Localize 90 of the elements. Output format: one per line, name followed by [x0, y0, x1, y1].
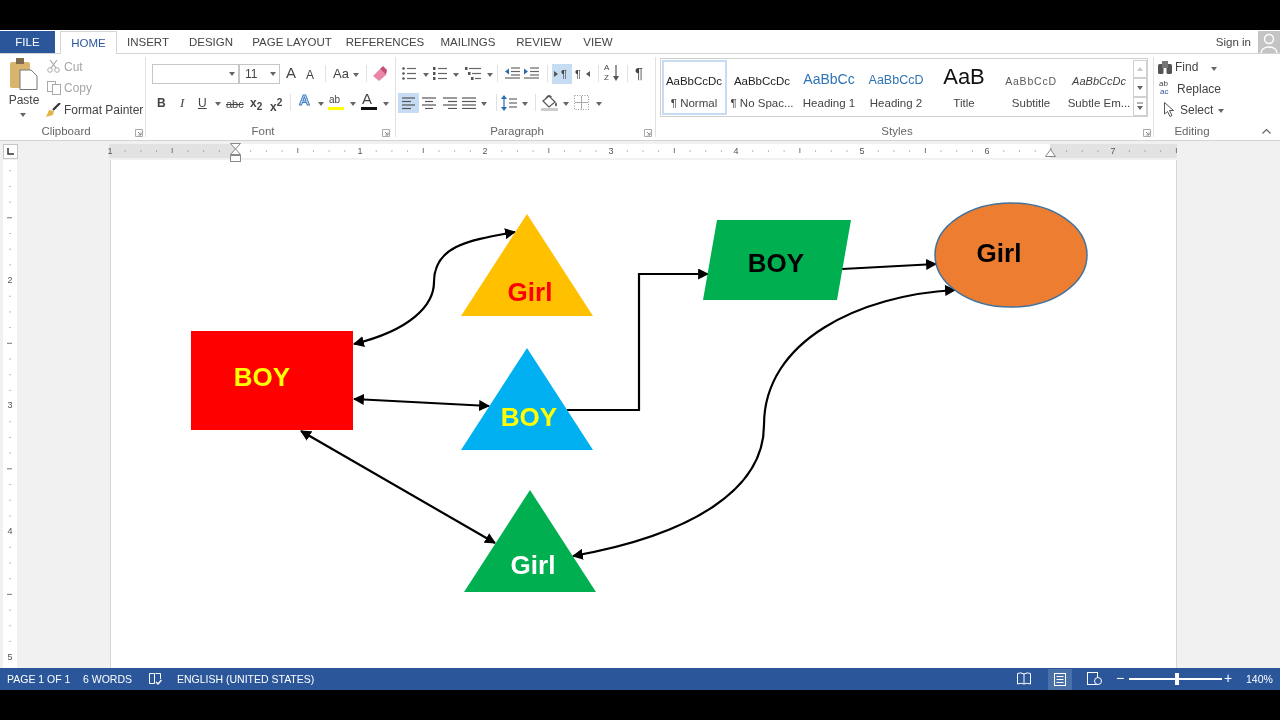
group-label: Font: [251, 124, 275, 138]
zoom-level: 140%: [1246, 673, 1273, 685]
style-name: Heading 2: [869, 96, 923, 110]
subscript-toggle: x$_{2}$: [250, 96, 263, 115]
shape-label: BOY: [747, 248, 805, 278]
style-preview: AaBbCcDc: [733, 74, 791, 88]
status-text: PAGE 1 OF 1: [7, 673, 71, 685]
status-text: ENGLISH (UNITED STATES): [177, 673, 315, 685]
style-name: ¶ Normal: [670, 96, 718, 110]
file-tab: FILE: [0, 31, 55, 53]
shrink-font-command: A: [306, 68, 314, 82]
superscript-toggle: x$^{2}$: [270, 96, 283, 114]
home-tab: HOME: [60, 31, 117, 54]
ruler-number: 5: [7, 652, 13, 662]
ruler-number: 4: [7, 526, 13, 536]
ruler-number: 1: [357, 146, 363, 156]
select-command: Select: [1180, 103, 1214, 117]
format-painter-label: Format Painter: [64, 103, 144, 117]
style-name: ¶ No Spac...: [730, 96, 794, 110]
ribbon-menu-label: INSERT: [127, 35, 169, 49]
triangle-shape: [461, 348, 593, 450]
sort-letter: Z: [604, 73, 609, 82]
grow-font-command: A: [286, 65, 296, 81]
underline-toggle: U: [198, 96, 207, 110]
double-headed-arrow: [352, 394, 491, 411]
sign-in-link: Sign in: [1215, 35, 1251, 49]
ribbon-menu-label: MAILINGS: [440, 35, 496, 49]
style-preview: AaB: [943, 65, 985, 89]
shape-label: BOY: [500, 402, 558, 432]
status-text: 6 WORDS: [83, 673, 132, 685]
ellipse-shape: [935, 203, 1087, 307]
ruler-number: 3: [608, 146, 614, 156]
italic-toggle: I: [180, 96, 185, 110]
group-label: Clipboard: [41, 124, 91, 138]
bold-toggle: B: [157, 96, 166, 110]
zoom-in-command: +: [1224, 670, 1233, 686]
rectangle-shape: [191, 331, 353, 430]
shape-label: Girl: [510, 550, 556, 580]
ribbon-menu-label: PAGE LAYOUT: [252, 35, 332, 49]
replace-letters: ab: [1159, 80, 1168, 88]
cut-label: Cut: [64, 60, 83, 74]
show-marks-toggle: ¶: [635, 65, 644, 81]
ruler-number: 1: [107, 146, 113, 156]
sort-letter: A: [604, 63, 610, 72]
ruler-number: 4: [733, 146, 739, 156]
ribbon-menu-label: REFERENCES: [345, 35, 425, 49]
group-label: Paragraph: [490, 124, 544, 138]
shape-label: Girl: [976, 238, 1022, 268]
parallelogram-shape: [703, 220, 851, 300]
font-size-field: 11: [239, 64, 280, 84]
left-to-right-toggle: ¶: [552, 64, 572, 84]
find-command: Find: [1175, 60, 1199, 74]
group-label: Styles: [881, 124, 913, 138]
ruler-number: 6: [984, 146, 990, 156]
zoom-out-command: −: [1116, 670, 1125, 686]
style-name: Heading 1: [802, 96, 856, 110]
text-effects-command: A: [299, 93, 310, 107]
style-name: Subtle Em...: [1067, 96, 1131, 110]
font-color-command: A: [362, 92, 372, 106]
triangle-shape: [464, 490, 596, 592]
group-label: Editing: [1174, 124, 1210, 138]
style-preview: AaBbCcDc: [1072, 74, 1126, 88]
style-preview: AaBbCcD: [868, 72, 924, 88]
strikethrough-toggle: abc: [226, 97, 244, 111]
ribbon-menu-label: VIEW: [583, 35, 613, 49]
copy-label: Copy: [64, 81, 92, 95]
style-name: Title: [953, 96, 975, 110]
right-to-left-toggle: ¶: [575, 64, 592, 84]
change-case-command: Aa: [333, 66, 349, 81]
style-name: Subtitle: [1011, 96, 1051, 110]
highlight-command: ab: [329, 94, 341, 105]
ribbon-menu-label: DESIGN: [188, 35, 234, 49]
ruler-number: 2: [7, 275, 13, 285]
ruler-number: 2: [482, 146, 488, 156]
ruler-number: 7: [1110, 146, 1116, 156]
shape-label: BOY: [233, 362, 291, 392]
shape-label: Girl: [507, 277, 553, 307]
paste-label: Paste: [8, 93, 40, 107]
replace-letters: ac: [1160, 88, 1169, 96]
style-preview: AaBbCcDc: [665, 74, 723, 88]
double-headed-arrow: [571, 285, 957, 560]
ruler-number: 5: [859, 146, 865, 156]
style-preview: AaBbCc: [803, 71, 855, 88]
triangle-shape: [461, 214, 593, 316]
style-preview: AaBbCcD: [1005, 74, 1057, 88]
double-headed-arrow: [352, 228, 517, 347]
double-headed-arrow: [300, 430, 496, 544]
replace-command: Replace: [1177, 82, 1222, 96]
ribbon-menu-label: REVIEW: [516, 35, 562, 49]
ruler-number: 3: [7, 400, 13, 410]
